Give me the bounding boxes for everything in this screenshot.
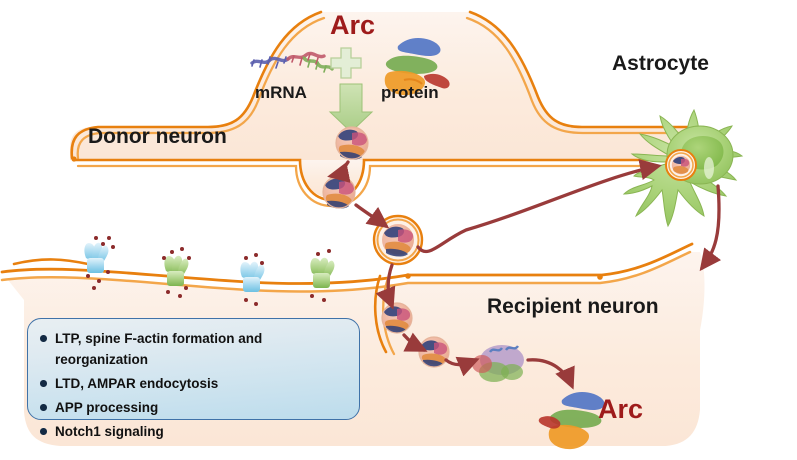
plus-sign-icon [330,47,362,79]
dark-red-transfer-arrow-icon [327,159,722,390]
neurotransmitter-dot-icon [310,249,331,302]
ampa-receptor-blue-icon [240,261,265,292]
neurotransmitter-dot-icon [86,236,115,290]
arc-protein-icon [384,38,450,96]
ampa-receptor-green-icon [164,255,189,286]
page-title-arc-top: Arc [330,10,376,40]
neurotransmitter-dot-icon [244,253,264,306]
ampa-receptor-blue-icon [84,242,109,273]
astrocyte-label: Astrocyte [612,52,709,75]
synaptic-receptors [84,236,335,306]
arc-effects-box: LTP, spine F-actin formation and reorgan… [27,318,360,439]
mrna-strand-icon [250,51,334,73]
mrna-label: mRNA [255,83,307,102]
list-item: APP processing [38,397,351,418]
arc-capsid-icon [335,126,369,160]
effects-list: LTP, spine F-actin formation and reorgan… [38,328,351,442]
donor-neuron-body [70,12,722,198]
ribosome-complex-icon [472,345,524,382]
page-title-arc-bottom: Arc [598,394,644,424]
ampa-receptor-green-icon [310,257,335,288]
protein-label: protein [381,83,439,102]
arc-capsid-icon [418,336,450,368]
list-item: LTP, spine F-actin formation and reorgan… [38,328,351,370]
donor-neuron-label: Donor neuron [88,125,227,148]
arc-capsid-icon [322,175,356,209]
green-down-arrow-icon [328,83,374,133]
recipient-neuron-label: Recipient neuron [487,295,659,318]
extracellular-vesicle-icon [665,149,697,181]
astrocyte-cell-icon [622,108,744,228]
list-item: LTD, AMPAR endocytosis [38,373,351,394]
neurotransmitter-dot-icon [162,247,191,298]
arc-protein-icon [538,392,605,450]
list-item: Notch1 signaling [38,421,351,442]
arc-capsid-icon [381,302,413,334]
